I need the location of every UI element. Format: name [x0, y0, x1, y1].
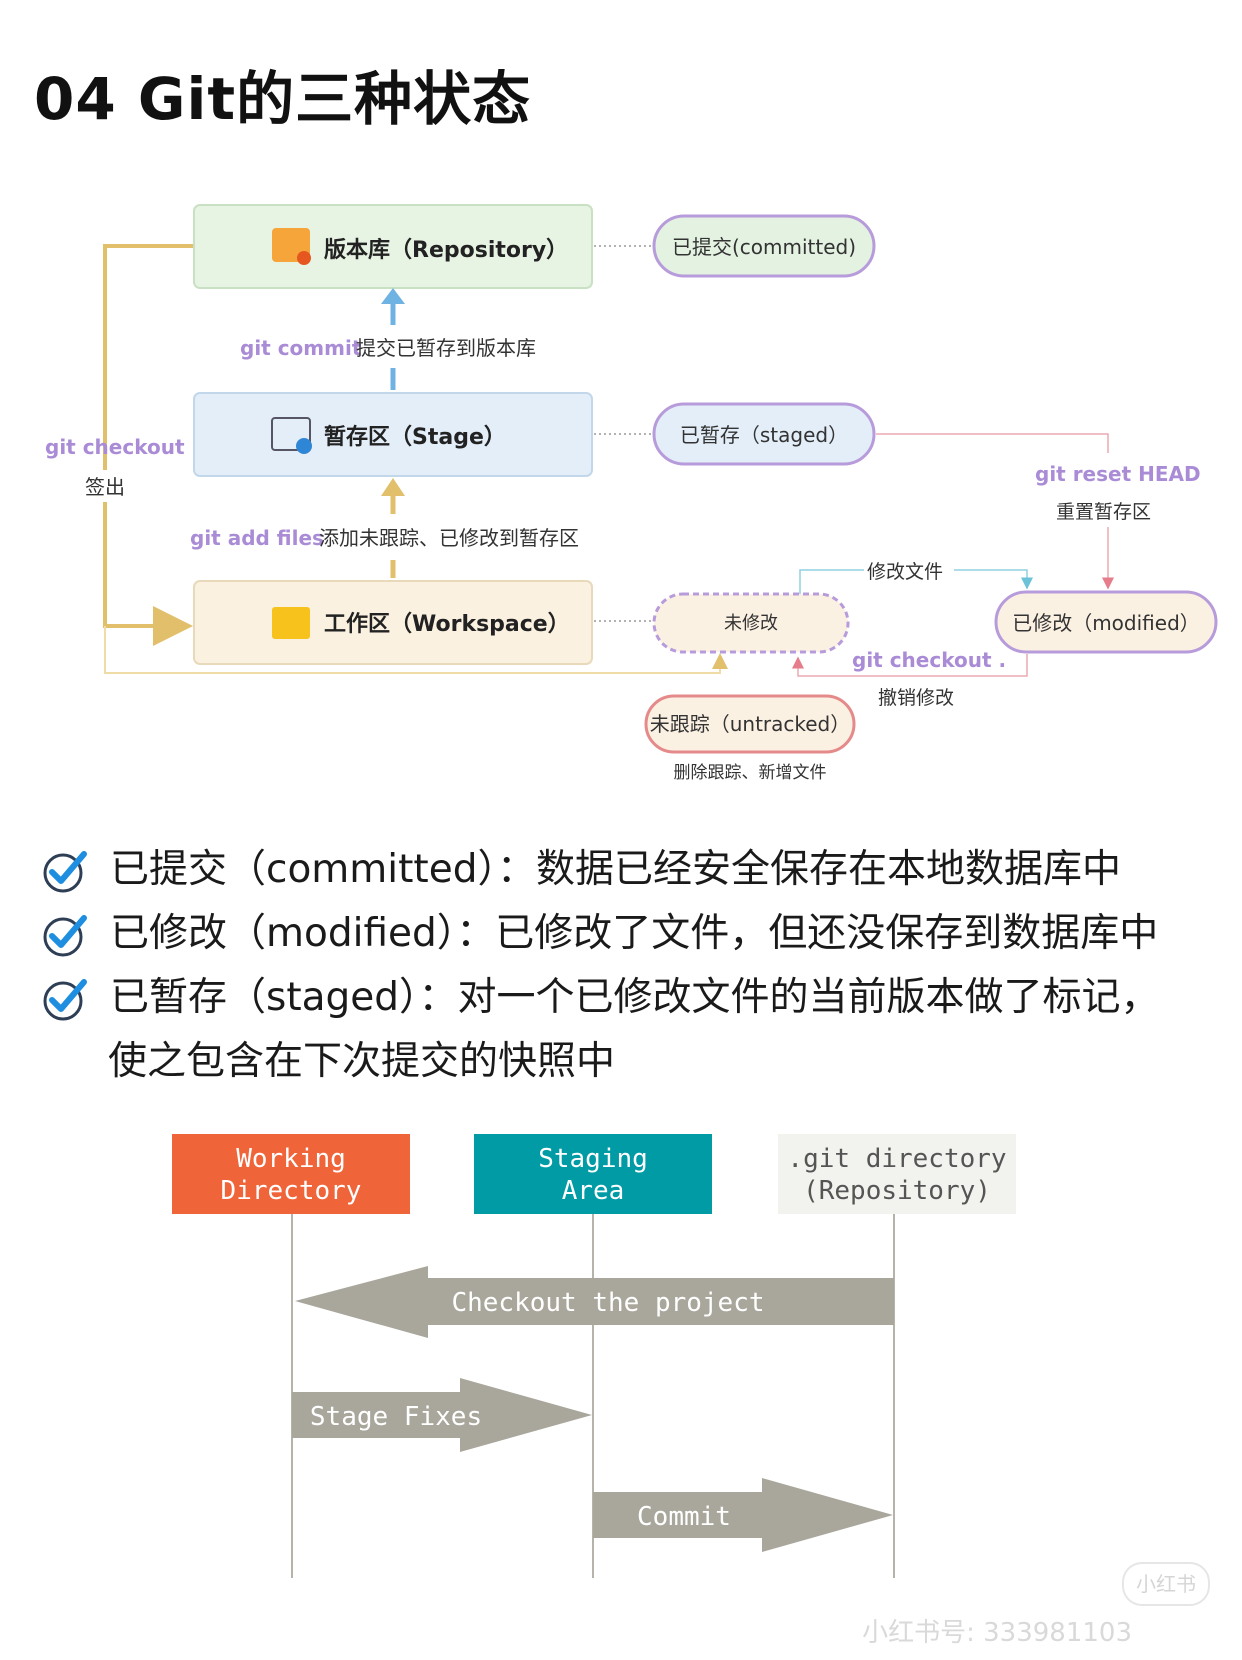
- state-bullet-list: 已提交（committed）：数据已经安全保存在本地数据库中 已修改（modif…: [40, 838, 1220, 1094]
- bullet-committed: 已提交（committed）：数据已经安全保存在本地数据库中: [40, 838, 1220, 902]
- modified-pill: 已修改（modified）: [994, 590, 1218, 654]
- workspace-folder-icon: [272, 607, 310, 639]
- modify-file-label: 修改文件: [867, 561, 943, 583]
- workspace-label: 工作区（Workspace）: [324, 612, 570, 637]
- commit-arrow-head: [381, 288, 405, 304]
- watermark-badge: 小红书: [1122, 1562, 1210, 1606]
- bullet-text: 已修改（modified）：已修改了文件，但还没保存到数据库中: [110, 911, 1159, 956]
- add-desc: 添加未跟踪、已修改到暂存区: [319, 526, 579, 550]
- checkout-dot-desc: 撤销修改: [878, 687, 954, 709]
- reset-desc: 重置暂存区: [1056, 501, 1151, 523]
- bullet-text: 已暂存（staged）：对一个已修改文件的当前版本做了标记，: [110, 975, 1160, 1020]
- svg-text:未跟踪（untracked）: 未跟踪（untracked）: [650, 712, 851, 736]
- bullet-continuation: 使之包含在下次提交的快照中: [108, 1039, 616, 1084]
- repository-label: 版本库（Repository）: [324, 238, 568, 263]
- bullet-text: 已提交（committed）：数据已经安全保存在本地数据库中: [110, 847, 1121, 892]
- svg-text:已暂存（staged）: 已暂存（staged）: [680, 423, 848, 447]
- untracked-desc: 删除跟踪、新增文件: [674, 763, 827, 783]
- committed-pill: 已提交(committed): [652, 214, 876, 278]
- commit-cmd: git commit: [240, 336, 362, 360]
- svg-text:未修改: 未修改: [724, 613, 778, 634]
- stage-folder-icon: [271, 417, 311, 451]
- checkout-dot-line: [792, 654, 1028, 677]
- svg-text:已修改（modified）: 已修改（modified）: [1012, 611, 1200, 635]
- page-title: 04 Git的三种状态: [34, 65, 532, 133]
- reset-cmd: git reset HEAD: [1035, 462, 1201, 486]
- untracked-pill: 未跟踪（untracked）: [644, 694, 856, 754]
- workspace-bottom-line: [104, 626, 728, 674]
- checkout-cmd: git checkout: [45, 435, 185, 459]
- bullet-modified: 已修改（modified）：已修改了文件，但还没保存到数据库中: [40, 902, 1220, 966]
- stage-box: 暂存区（Stage）: [193, 392, 593, 477]
- stage-label: 暂存区（Stage）: [324, 424, 506, 450]
- staged-pill: 已暂存（staged）: [652, 402, 876, 466]
- add-arrow-head: [381, 478, 405, 496]
- svg-text:已提交(committed): 已提交(committed): [672, 235, 856, 259]
- reset-line: [876, 433, 1109, 453]
- unmodified-pill: 未修改: [652, 592, 850, 654]
- watermark-text: 小红书号: 333981103: [862, 1618, 1132, 1648]
- workspace-box: 工作区（Workspace）: [193, 580, 593, 665]
- repository-box: 版本库（Repository）: [193, 204, 593, 289]
- commit-desc: 提交已暂存到版本库: [356, 336, 536, 360]
- checkout-dot-cmd: git checkout .: [852, 648, 1006, 672]
- check-icon: [43, 915, 87, 957]
- bullet-staged: 已暂存（staged）：对一个已修改文件的当前版本做了标记，: [40, 966, 1220, 1030]
- checkout-loop-line: [103, 244, 193, 646]
- add-cmd: git add files: [190, 526, 324, 550]
- checkout-desc: 签出: [85, 475, 125, 499]
- check-icon: [43, 979, 87, 1021]
- check-icon: [43, 851, 87, 893]
